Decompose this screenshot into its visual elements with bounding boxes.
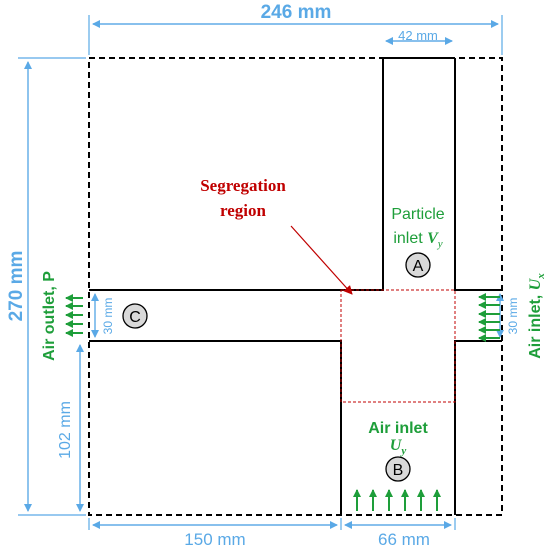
segregation-label-line2: region [220, 201, 267, 220]
air-inlet-right-prefix: Air inlet, [527, 290, 544, 358]
domain-boundary [88, 57, 503, 516]
lower-right-wall [454, 340, 502, 515]
particle-inlet-sub: y [437, 238, 443, 250]
segregation-label-line1: Segregation [200, 176, 286, 195]
air-inlet-bottom-label-line2: Uy [390, 437, 407, 457]
dim-bottom-left-width: 150 mm [184, 530, 245, 549]
dim-lower-left-height: 102 mm [57, 401, 74, 459]
marker-c-label: C [129, 309, 141, 326]
air-inlet-right-arrows [478, 293, 500, 342]
dim-particle-inlet-width: 42 mm [398, 28, 438, 43]
air-inlet-bottom-label-line1: Air inlet [368, 420, 428, 437]
marker-b-label: B [393, 462, 404, 479]
segregation-pointer-arrow [290, 225, 353, 295]
marker-b: B [385, 456, 411, 482]
lower-left-wall [89, 340, 342, 515]
segregation-region [340, 289, 456, 403]
air-outlet-label: Air outlet, P [41, 271, 58, 361]
upper-right-wall [454, 58, 502, 291]
dim-top-width: 246 mm [261, 2, 332, 23]
channel-walls [89, 57, 502, 515]
air-inlet-bottom-sub: y [399, 445, 406, 457]
upper-left-wall [89, 58, 384, 291]
particle-inlet-var: V [427, 230, 439, 247]
marker-a: A [405, 252, 431, 278]
dim-left-height: 270 mm [6, 251, 27, 322]
dim-bottom-inlet-width: 66 mm [378, 530, 430, 549]
air-inlet-bottom-arrows [353, 489, 441, 511]
marker-c: C [122, 303, 148, 329]
air-inlet-bottom-var: U [390, 437, 403, 454]
air-inlet-right-label: Air inlet, Ux [527, 273, 547, 359]
dimension-lines [18, 15, 504, 530]
particle-inlet-label-line2: inlet Vy [393, 230, 442, 250]
air-outlet-arrows [65, 294, 83, 337]
particle-inlet-prefix: inlet [393, 230, 427, 247]
particle-inlet-label-line1: Particle [391, 206, 444, 223]
dim-right-channel-height: 30 mm [506, 298, 520, 335]
air-inlet-right-var: U [527, 277, 544, 290]
dim-left-channel-height: 30 mm [101, 298, 115, 335]
marker-a-label: A [413, 258, 424, 275]
air-inlet-right-sub: x [535, 273, 547, 280]
